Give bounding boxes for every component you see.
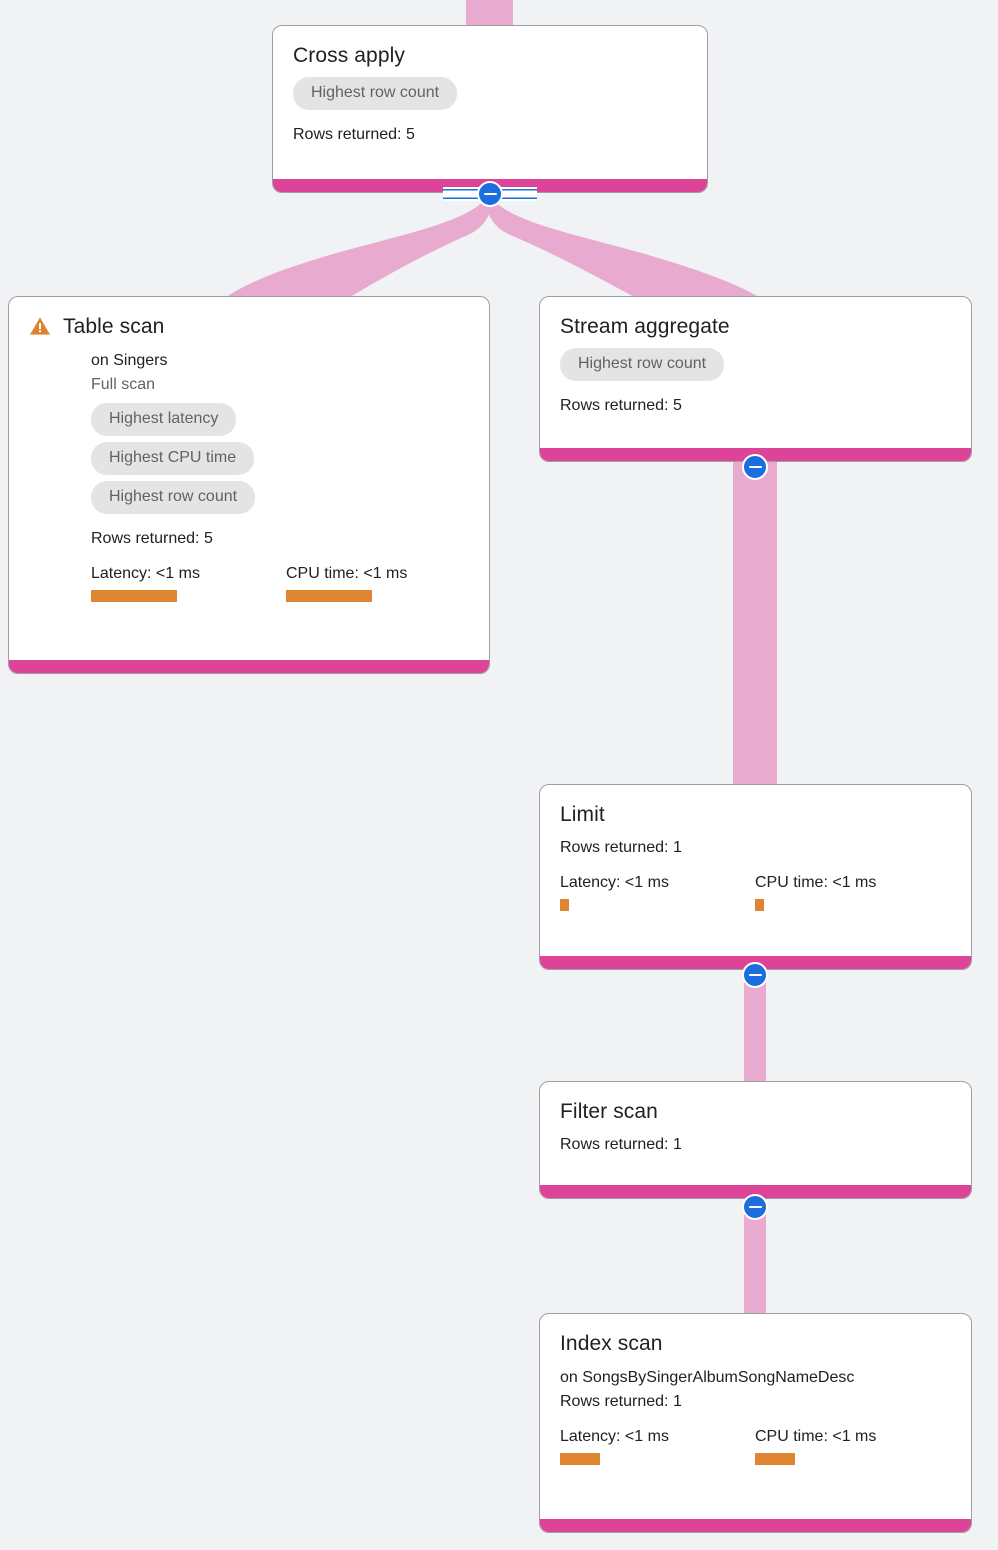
node-metrics: Latency: <1 ms CPU time: <1 ms	[560, 1426, 951, 1465]
rows-returned: Rows returned: 1	[560, 1136, 682, 1153]
metric-bar	[91, 590, 177, 602]
metric-latency: Latency: <1 ms	[560, 1426, 755, 1465]
metric-cpu-time: CPU time: <1 ms	[755, 1426, 876, 1465]
edge-incoming-root	[466, 0, 513, 28]
badge-highest-row-count: Highest row count	[560, 348, 725, 381]
node-chips: Highest row count	[560, 348, 951, 387]
badge-highest-row-count: Highest row count	[293, 77, 458, 110]
node-body: Table scan on Singers Full scan Highest …	[9, 297, 489, 660]
metric-latency: Latency: <1 ms	[91, 563, 286, 602]
metric-label: Latency: <1 ms	[560, 874, 669, 891]
badge-highest-row-count: Highest row count	[91, 481, 256, 514]
edge-cross-apply-to-table-scan-tail	[223, 197, 492, 300]
badge-highest-cpu-time: Highest CPU time	[91, 442, 255, 475]
node-body: Limit Rows returned: 1 Latency: <1 ms CP…	[540, 785, 971, 956]
metric-cpu-time: CPU time: <1 ms	[755, 872, 876, 911]
metric-label: CPU time: <1 ms	[755, 1428, 877, 1445]
metric-label: CPU time: <1 ms	[286, 565, 408, 582]
node-title-row: Cross apply	[293, 42, 687, 70]
node-index-scan[interactable]: Index scan on SongsBySingerAlbumSongName…	[539, 1313, 972, 1533]
node-title: Limit	[560, 803, 605, 826]
node-chips: Highest row count	[293, 77, 687, 116]
node-metrics: Latency: <1 ms CPU time: <1 ms	[91, 563, 469, 602]
edge-stream-aggregate-to-limit	[733, 462, 777, 786]
rows-returned: Rows returned: 1	[560, 1393, 682, 1410]
node-title: Index scan	[560, 1332, 663, 1355]
badge-row: Highest row count	[91, 481, 469, 520]
metric-bar	[286, 590, 372, 602]
badge-highest-latency: Highest latency	[91, 403, 237, 436]
collapse-toggle-filter-scan[interactable]	[742, 1194, 768, 1220]
node-title: Filter scan	[560, 1100, 658, 1123]
rows-returned: Rows returned: 5	[560, 397, 682, 414]
node-detail: Full scan	[91, 376, 156, 393]
metric-bar	[755, 1453, 795, 1465]
metric-cpu-time: CPU time: <1 ms	[286, 563, 407, 602]
node-title: Cross apply	[293, 44, 405, 67]
edge-cross-apply-to-table-scan	[225, 196, 492, 300]
metric-bar	[755, 899, 764, 911]
node-chips: Highest latency Highest CPU time Highest…	[91, 403, 469, 520]
node-body: Filter scan Rows returned: 1	[540, 1082, 971, 1185]
rows-returned: Rows returned: 5	[293, 126, 415, 143]
node-target: on Singers	[91, 352, 168, 369]
node-accent-bar	[540, 1519, 971, 1532]
collapse-toggle-stream-aggregate[interactable]	[742, 454, 768, 480]
metric-bar	[560, 899, 569, 911]
rows-returned: Rows returned: 5	[91, 530, 213, 547]
metric-bar	[560, 1453, 600, 1465]
node-accent-bar	[540, 1185, 971, 1198]
metric-latency: Latency: <1 ms	[560, 872, 755, 911]
collapse-toggle-cross-apply[interactable]	[477, 181, 503, 207]
badge-row: Highest latency	[91, 403, 469, 442]
node-filter-scan[interactable]: Filter scan Rows returned: 1	[539, 1081, 972, 1199]
metric-label: Latency: <1 ms	[91, 565, 200, 582]
node-title-row: Filter scan	[560, 1098, 951, 1126]
node-limit[interactable]: Limit Rows returned: 1 Latency: <1 ms CP…	[539, 784, 972, 970]
node-accent-bar	[9, 660, 489, 673]
metric-label: CPU time: <1 ms	[755, 874, 877, 891]
node-metrics: Latency: <1 ms CPU time: <1 ms	[560, 872, 951, 911]
node-title-row: Stream aggregate	[560, 313, 951, 341]
node-title-row: Index scan	[560, 1330, 951, 1358]
badge-row: Highest CPU time	[91, 442, 469, 481]
node-stream-aggregate[interactable]: Stream aggregate Highest row count Rows …	[539, 296, 972, 462]
node-body: Cross apply Highest row count Rows retur…	[273, 26, 707, 179]
node-title-row: Limit	[560, 801, 951, 829]
node-body: Index scan on SongsBySingerAlbumSongName…	[540, 1314, 971, 1519]
rows-returned: Rows returned: 1	[560, 839, 682, 856]
node-body: Stream aggregate Highest row count Rows …	[540, 297, 971, 448]
node-target: on SongsBySingerAlbumSongNameDesc	[560, 1369, 855, 1386]
warning-triangle-icon	[29, 316, 51, 341]
metric-label: Latency: <1 ms	[560, 1428, 669, 1445]
edge-cross-apply-to-stream-aggregate	[486, 196, 762, 300]
toggle-wings-cross-apply-right	[492, 187, 537, 201]
node-title: Stream aggregate	[560, 315, 730, 338]
node-title: Table scan	[63, 315, 165, 338]
node-table-scan[interactable]: Table scan on Singers Full scan Highest …	[8, 296, 490, 674]
node-cross-apply[interactable]: Cross apply Highest row count Rows retur…	[272, 25, 708, 193]
node-title-row: Table scan	[29, 313, 469, 341]
collapse-toggle-limit[interactable]	[742, 962, 768, 988]
